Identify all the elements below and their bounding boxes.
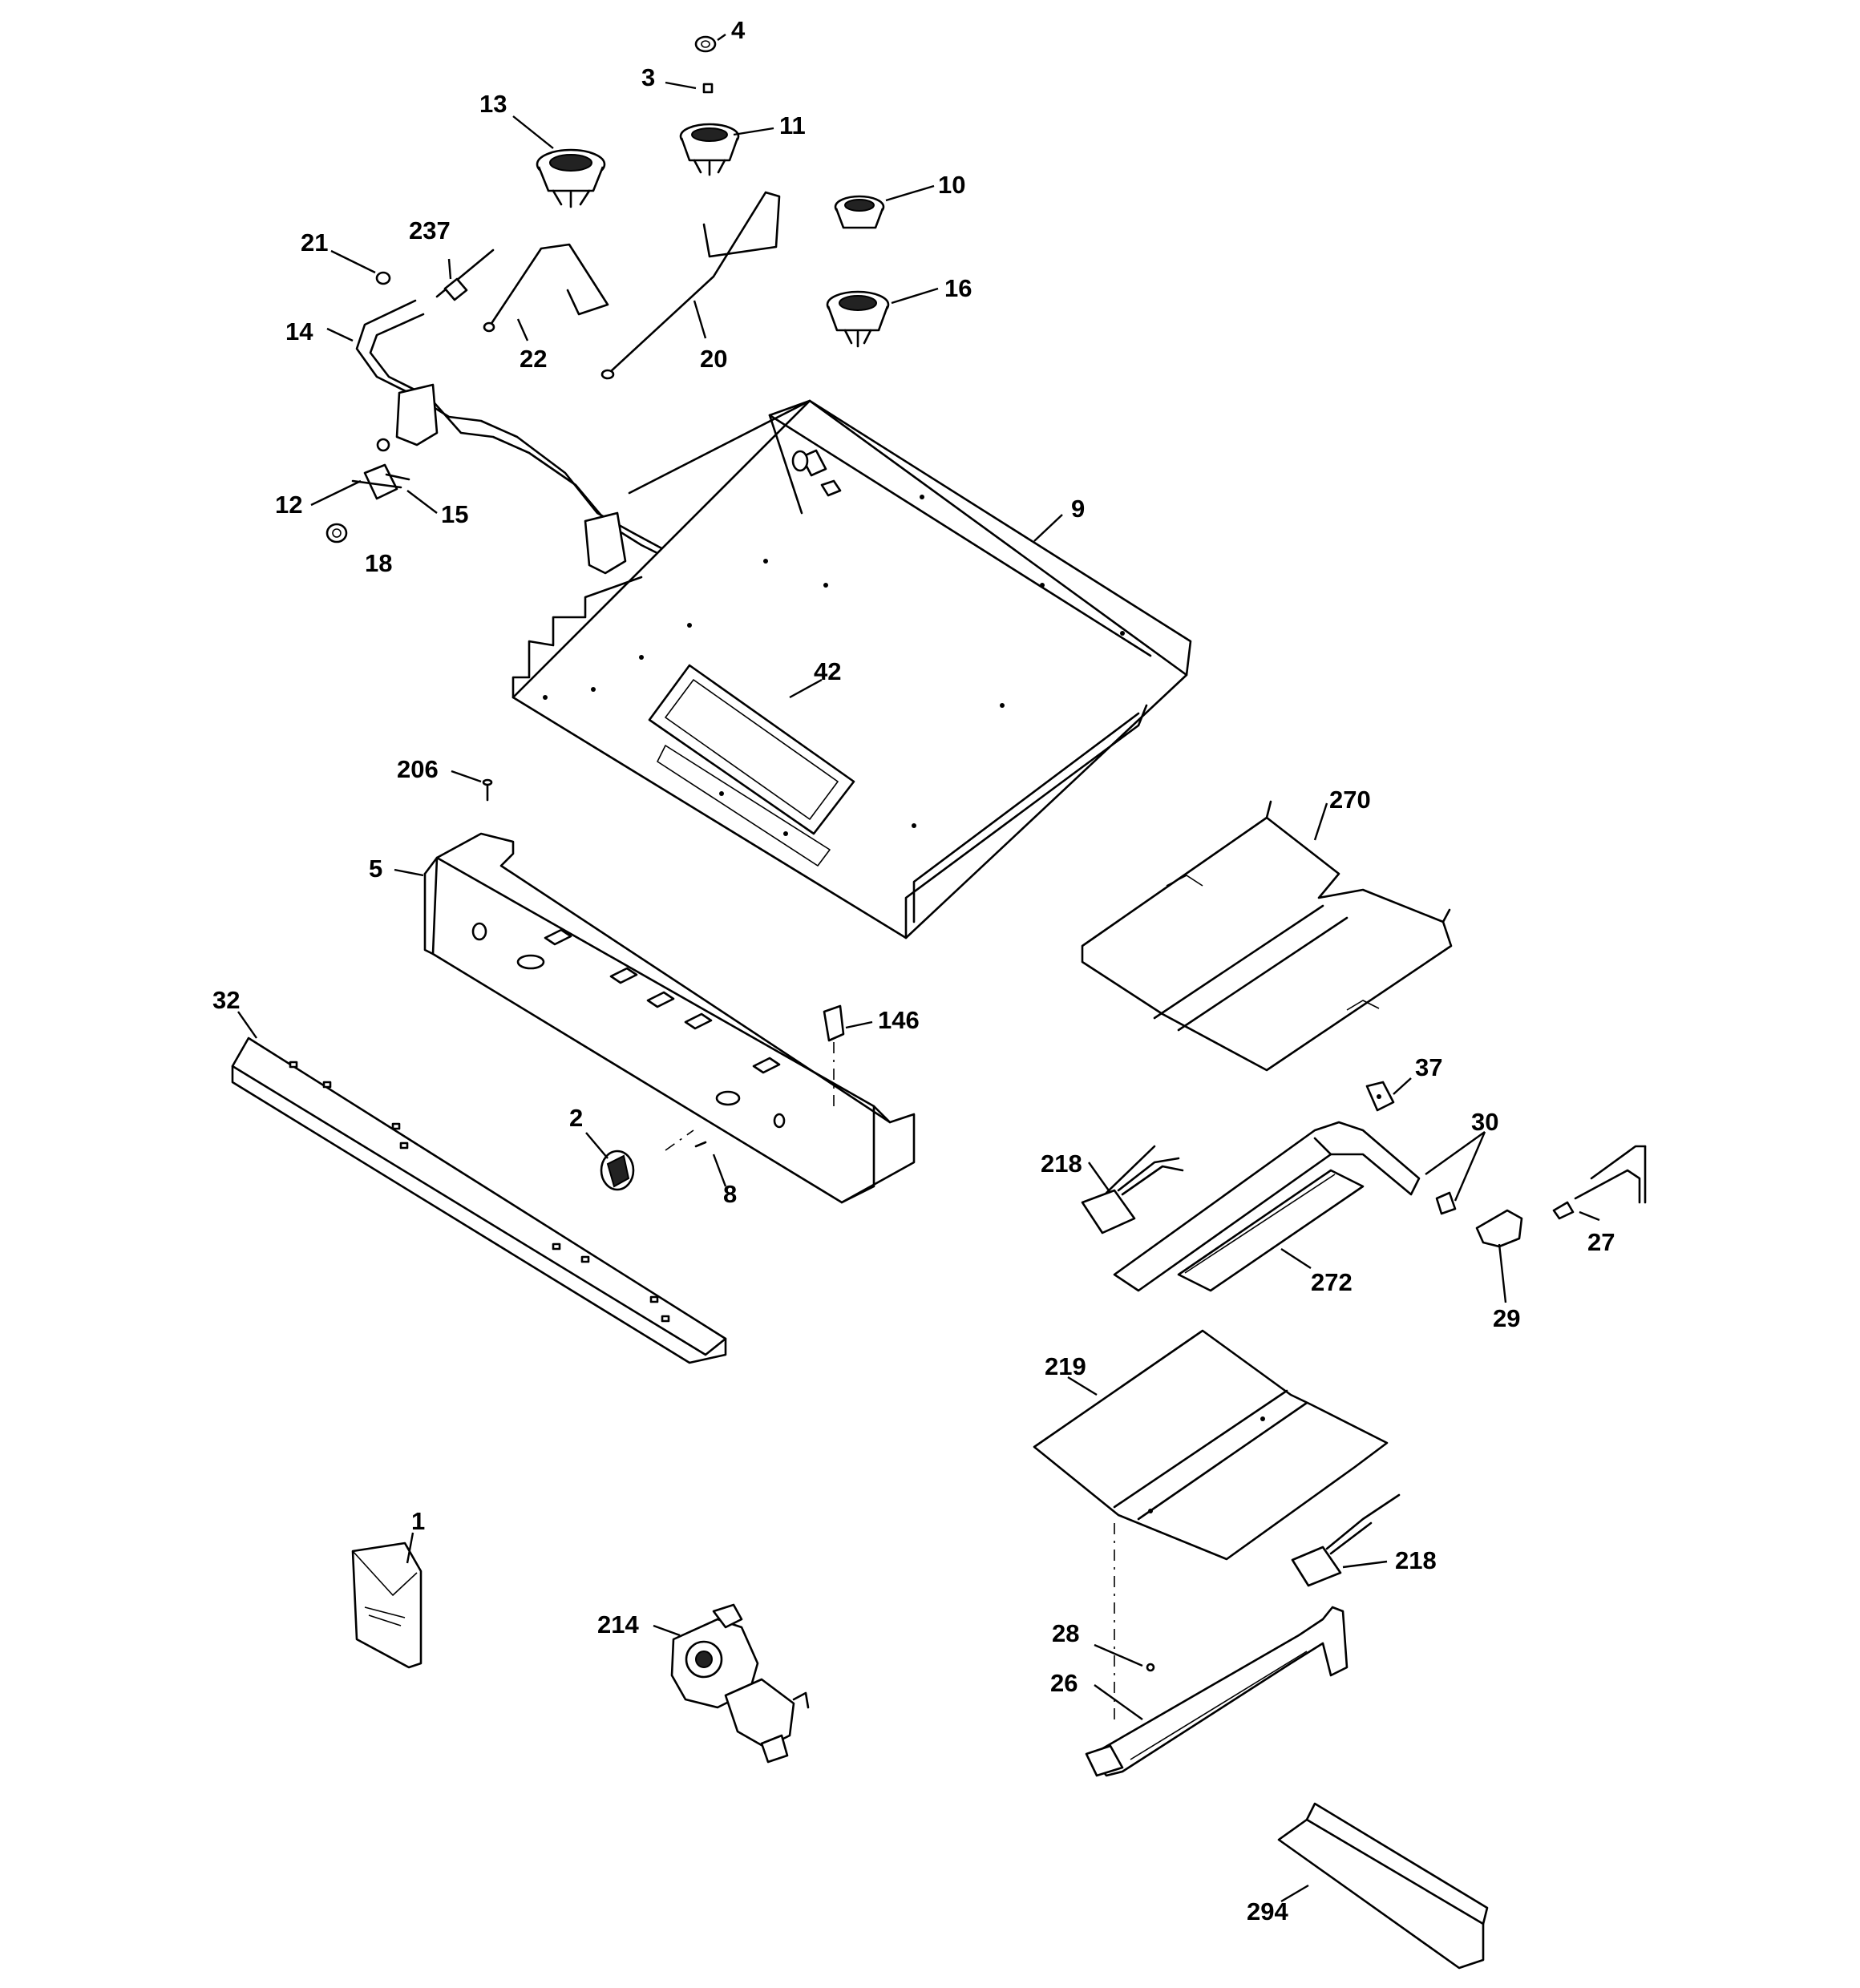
callout-12: 12 [275,491,302,519]
part-burner-head-large [536,148,606,208]
part-screw [482,778,493,802]
callout-27: 27 [1587,1228,1615,1256]
part-heat-shield-lower [1033,1329,1389,1561]
callout-2: 2 [569,1104,583,1132]
part-small-screw [702,83,714,94]
part-ignitor-switch [351,438,410,500]
callout-270: 270 [1329,786,1371,814]
part-manifold-panel [423,832,916,1204]
part-screw-small [665,1129,707,1151]
callout-1: 1 [411,1507,425,1535]
part-cover-plate [648,664,855,867]
callout-labels: 4 3 13 11 10 21 237 16 14 22 20 12 15 18… [212,16,1615,1925]
callout-20: 20 [700,345,727,373]
part-gas-tube-left [483,243,609,333]
mounting-holes [543,495,1125,836]
callout-29: 29 [1493,1304,1520,1332]
part-gas-valve [670,1603,810,1764]
callout-13: 13 [479,90,507,118]
callout-26: 26 [1050,1669,1078,1697]
callout-10: 10 [938,171,965,199]
part-small-bracket [1365,1081,1395,1112]
part-nut [694,35,717,53]
callout-15: 15 [441,500,468,528]
callout-219: 219 [1045,1352,1086,1380]
callout-237: 237 [409,216,451,244]
part-hex-nut [375,271,391,285]
callout-42: 42 [814,657,841,685]
callout-14: 14 [285,317,313,345]
part-burner-head-rear [826,290,890,348]
part-burner-head-small [834,195,885,229]
part-orifice-fitting [435,248,495,301]
part-screw-28 [1146,1663,1155,1672]
callout-16: 16 [944,274,972,302]
part-burner-head-medium [679,123,740,176]
callout-22: 22 [520,345,547,373]
callout-5: 5 [369,855,382,883]
callout-214: 214 [597,1610,639,1638]
callout-37: 37 [1415,1053,1442,1081]
part-knob [600,1150,635,1191]
callout-146: 146 [878,1006,920,1034]
callout-218-lower: 218 [1395,1546,1437,1574]
part-gas-tube-right [600,191,781,380]
callout-4: 4 [731,16,746,44]
callout-272: 272 [1311,1268,1353,1296]
leader-lines [237,34,1600,1903]
part-clip [823,1004,845,1106]
part-igniter-upper [1081,1145,1184,1234]
part-burner-box [512,399,1192,939]
part-literature-envelope [351,1542,423,1669]
callout-11: 11 [779,111,806,139]
part-broil-burner-assembly [1113,1121,1647,1292]
callout-9: 9 [1071,495,1085,523]
callout-3: 3 [641,63,655,91]
part-igniter-lower [1291,1493,1401,1587]
part-bake-burner [1085,1606,1348,1777]
part-trim-strip [231,1036,727,1364]
callout-206: 206 [397,755,439,783]
callout-21: 21 [301,228,328,257]
part-heat-shield-upper [1081,800,1453,1072]
callout-32: 32 [212,986,240,1014]
callout-294: 294 [1247,1897,1288,1925]
part-lock-nut [326,523,348,543]
callout-218-upper: 218 [1041,1150,1082,1178]
part-channel [1277,1802,1489,1970]
callout-30: 30 [1471,1108,1498,1136]
part-gas-manifold [355,299,691,579]
callout-8: 8 [723,1180,737,1208]
strip-slots [289,1061,670,1323]
callout-28: 28 [1052,1619,1079,1647]
callout-18: 18 [365,549,392,577]
